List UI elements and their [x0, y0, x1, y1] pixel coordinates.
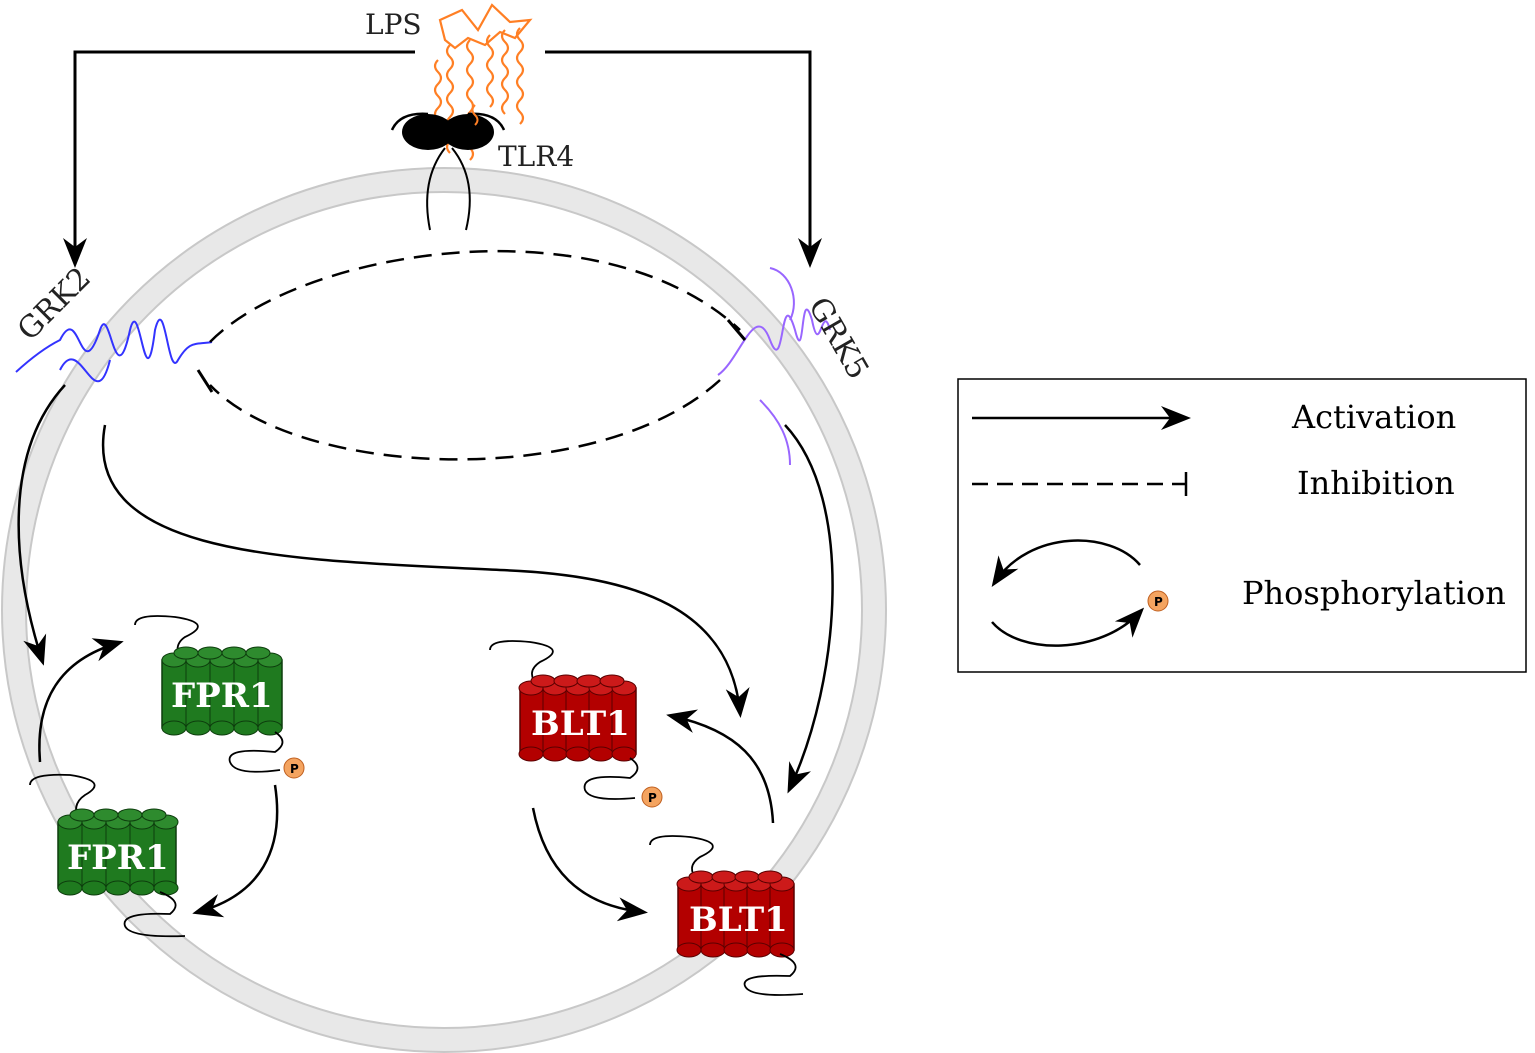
fpr1-recycle-arrow	[38, 638, 124, 763]
lps-to-grk2-arrow	[63, 50, 415, 268]
grk2-to-blt1-arrow	[101, 424, 750, 718]
legend-phosphorylation-symbol: P	[991, 539, 1169, 647]
legend: Activation Inhibition P Phosphorylation	[957, 378, 1527, 673]
grk5-to-blt1-arrow	[784, 424, 834, 794]
grk2-receptor	[15, 318, 213, 383]
grk2-to-fpr1-arrow	[17, 384, 66, 666]
phospho-glyph: P	[290, 762, 299, 776]
lps-to-grk5-arrow	[545, 50, 822, 268]
legend-phosphorylation-label: Phosphorylation	[1242, 574, 1506, 612]
fpr1-receptor-top: P	[134, 615, 305, 779]
tlr4-receptor	[390, 104, 506, 231]
blt1-internalize-arrow	[531, 807, 648, 922]
grk2-label: GRK2	[11, 261, 98, 348]
fpr1-internalize-arrow	[192, 784, 279, 918]
tlr4-label: TLR4	[498, 140, 574, 173]
phospho-glyph: P	[1154, 595, 1163, 609]
blt1-top-label: BLT1	[531, 704, 630, 744]
blt1-receptor-bottom	[649, 835, 804, 996]
legend-box	[957, 378, 1527, 673]
blt1-bottom-label: BLT1	[689, 900, 788, 940]
blt1-recycle-arrow	[666, 709, 775, 824]
grk5-receptor	[717, 267, 831, 466]
fpr1-top-label: FPR1	[171, 676, 273, 716]
blt1-receptor-top: P	[489, 640, 663, 808]
phospho-dot-fpr1	[283, 757, 305, 779]
fpr1-bottom-label: FPR1	[67, 838, 169, 878]
grk5-inhibits-grk2	[196, 369, 721, 461]
phospho-dot-blt1	[641, 786, 663, 808]
legend-inhibition-line	[972, 472, 1188, 496]
legend-activation-label: Activation	[1291, 398, 1456, 436]
cell-membrane-fill	[3, 169, 885, 1051]
phospho-glyph: P	[648, 791, 657, 805]
fpr1-receptor-bottom	[29, 773, 186, 938]
grk2-inhibits-grk5	[209, 249, 747, 343]
legend-inhibition-label: Inhibition	[1297, 464, 1455, 502]
lps-label: LPS	[365, 8, 422, 41]
